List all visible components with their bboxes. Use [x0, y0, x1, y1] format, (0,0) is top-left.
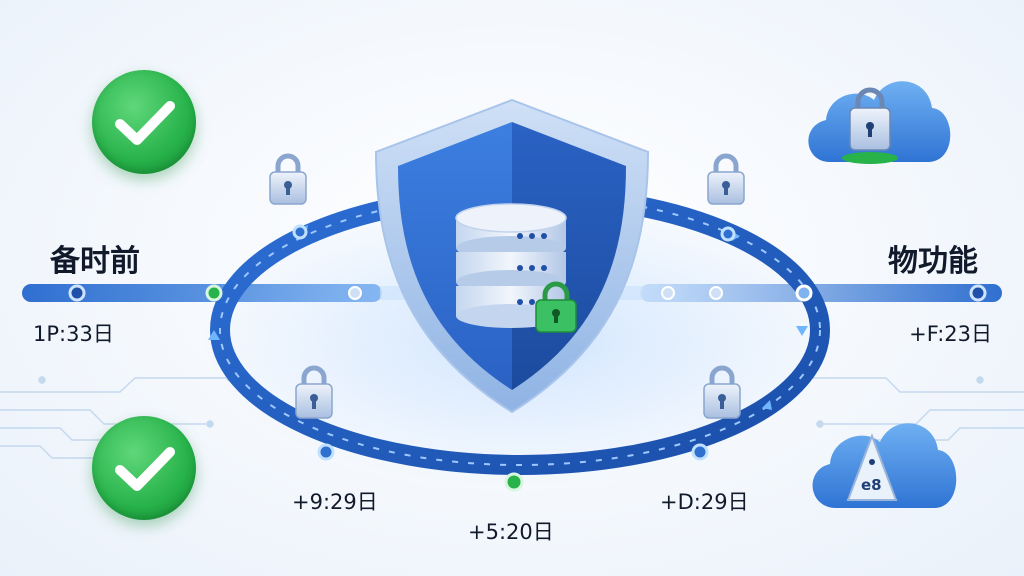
- cloud-lock-icon: [808, 81, 951, 164]
- right-timestamp: +F:23日: [909, 322, 992, 346]
- cloud-warning-icon: [812, 423, 957, 508]
- check-circle-icon: [92, 70, 196, 174]
- padlock-icon: [269, 153, 307, 205]
- timeline-markers: [68, 224, 987, 492]
- left-timestamp: 1P:33日: [33, 322, 114, 346]
- bottom-left-timestamp: +9:29日: [292, 490, 378, 514]
- cloud-badge-text: e8: [861, 476, 882, 494]
- left-title: 备时前: [50, 244, 140, 279]
- shield-database-lock-icon: [374, 98, 650, 414]
- right-title: 物功能: [888, 244, 978, 279]
- padlock-icon: [295, 365, 333, 419]
- check-circle-icon: [92, 416, 196, 520]
- bottom-center-timestamp: +5:20日: [468, 520, 554, 544]
- green-lock-icon: [535, 281, 577, 333]
- padlock-icon: [707, 153, 745, 205]
- padlock-icon: [703, 365, 741, 419]
- bottom-right-timestamp: +D:29日: [660, 490, 749, 514]
